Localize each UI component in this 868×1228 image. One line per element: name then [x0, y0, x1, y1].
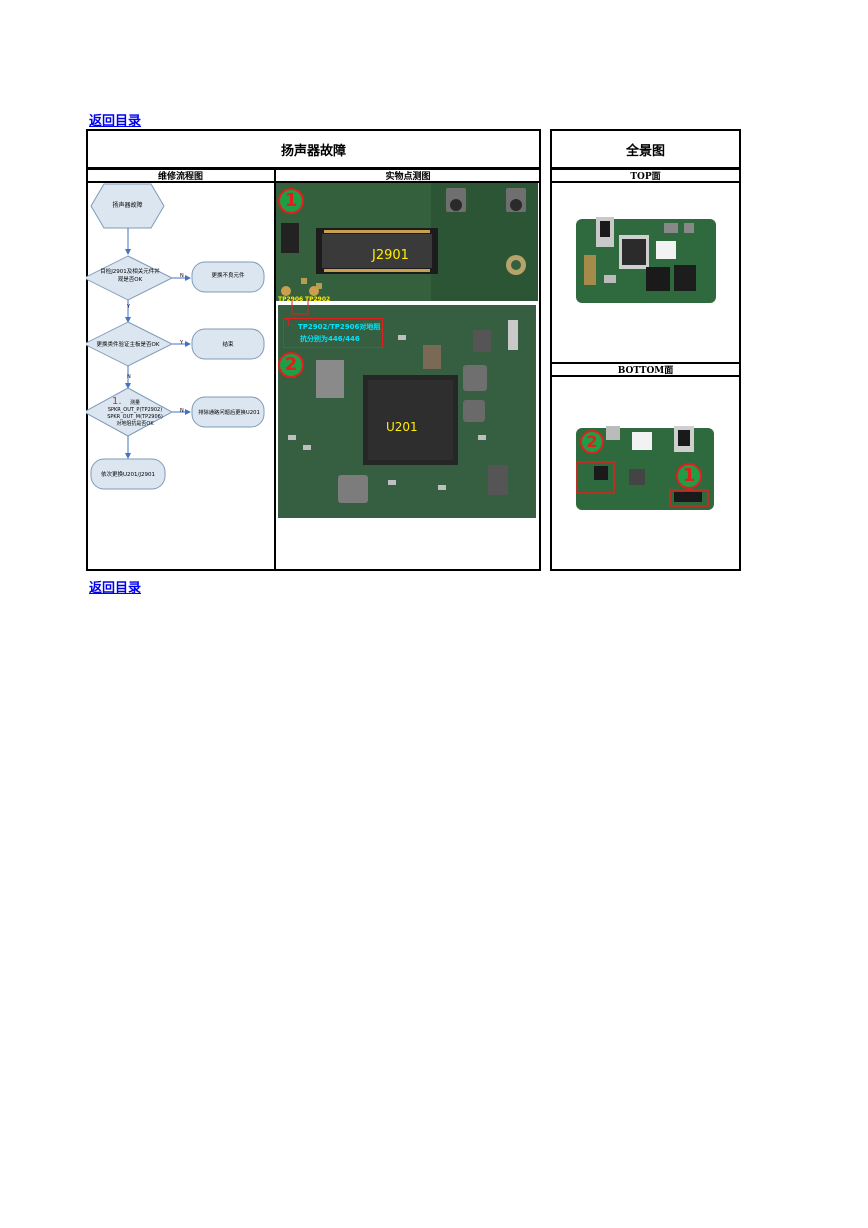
photo-chip-area [278, 305, 536, 518]
tp2902-label: TP2902 [305, 296, 331, 303]
note-leader-lines [291, 300, 309, 315]
chip-label: U201 [386, 420, 418, 434]
note-number: 1. [285, 318, 295, 329]
flow-start-text: 扬声器故障 [112, 202, 143, 209]
photo-marker-2: 2 [278, 352, 304, 378]
bottom-side-header-text: BOTTOM面 [617, 366, 674, 376]
back-to-index-link-bottom[interactable]: 返回目录 [89, 581, 142, 596]
flow-step3-number: 1. [112, 396, 122, 407]
photo-connector-area [276, 183, 538, 301]
back-to-index-link[interactable]: 返回目录 [89, 114, 142, 129]
bottom-side-header: BOTTOM面 [550, 363, 741, 376]
flow-label-y1: Y [127, 304, 131, 310]
flow-label-n2: N [127, 374, 131, 380]
overview-title: 全景图 [550, 129, 741, 169]
top-side-cell [550, 182, 741, 363]
repair-flowchart [86, 183, 265, 490]
photo-column-header-text: 实物点测图 [385, 172, 431, 182]
overview-marker-2: 2 [580, 430, 604, 454]
flow-step3-text: 测量 SPKR_OUT_P(TP2902) SPKR_OUT_M(TP2906)… [107, 400, 163, 427]
pcb-bottom-drawing [278, 305, 536, 518]
connector-label: J2901 [372, 248, 409, 263]
board-bottom-image [576, 426, 714, 510]
fault-title-text: 扬声器故障 [280, 143, 346, 159]
top-side-header: TOP面 [550, 169, 741, 182]
flow-label-n1: N [180, 273, 184, 279]
flow-step2-action-text: 结束 [222, 342, 234, 348]
flow-label-y2: Y [180, 340, 184, 346]
bottom-side-cell [550, 376, 741, 571]
flow-end-text: 依次更换U201/J2901 [101, 472, 155, 478]
flow-column-header-text: 维修流程图 [157, 172, 203, 182]
fault-title: 扬声器故障 [86, 129, 541, 169]
top-side-header-text: TOP面 [630, 172, 661, 182]
flow-cell [86, 182, 275, 571]
board-top-image [576, 217, 716, 303]
flow-step1-action-text: 更换不良元件 [211, 273, 245, 279]
note-line-1: TP2902/TP2906对地阻 [298, 323, 381, 331]
flow-action-replace-parts [191, 261, 265, 293]
flow-end-node [90, 458, 166, 490]
photo-column-header: 实物点测图 [275, 169, 541, 182]
tp2906-label: TP2906 [278, 296, 304, 303]
flow-start-node [90, 183, 165, 229]
note-line-2: 抗分别为446/446 [300, 335, 360, 343]
flow-label-n3: N [180, 408, 184, 414]
measurement-note-box [283, 318, 383, 348]
flow-action-end [191, 328, 265, 360]
photo-marker-1: 1 [278, 188, 304, 214]
overview-title-text: 全景图 [625, 143, 665, 159]
flow-column-header: 维修流程图 [86, 169, 275, 182]
flow-action-replace-u201 [191, 396, 265, 428]
pcb-top-drawing [276, 183, 538, 301]
flow-step3-action-text: 排除通路问题后更换U201 [198, 410, 260, 416]
flow-step1-text: 目检J2901及相关元件并 观是否OK [100, 269, 160, 283]
overview-marker-1: 1 [676, 463, 702, 489]
flow-step2-text: 更换类件验证主板是否OK [96, 342, 160, 348]
photo-cell [275, 182, 541, 571]
